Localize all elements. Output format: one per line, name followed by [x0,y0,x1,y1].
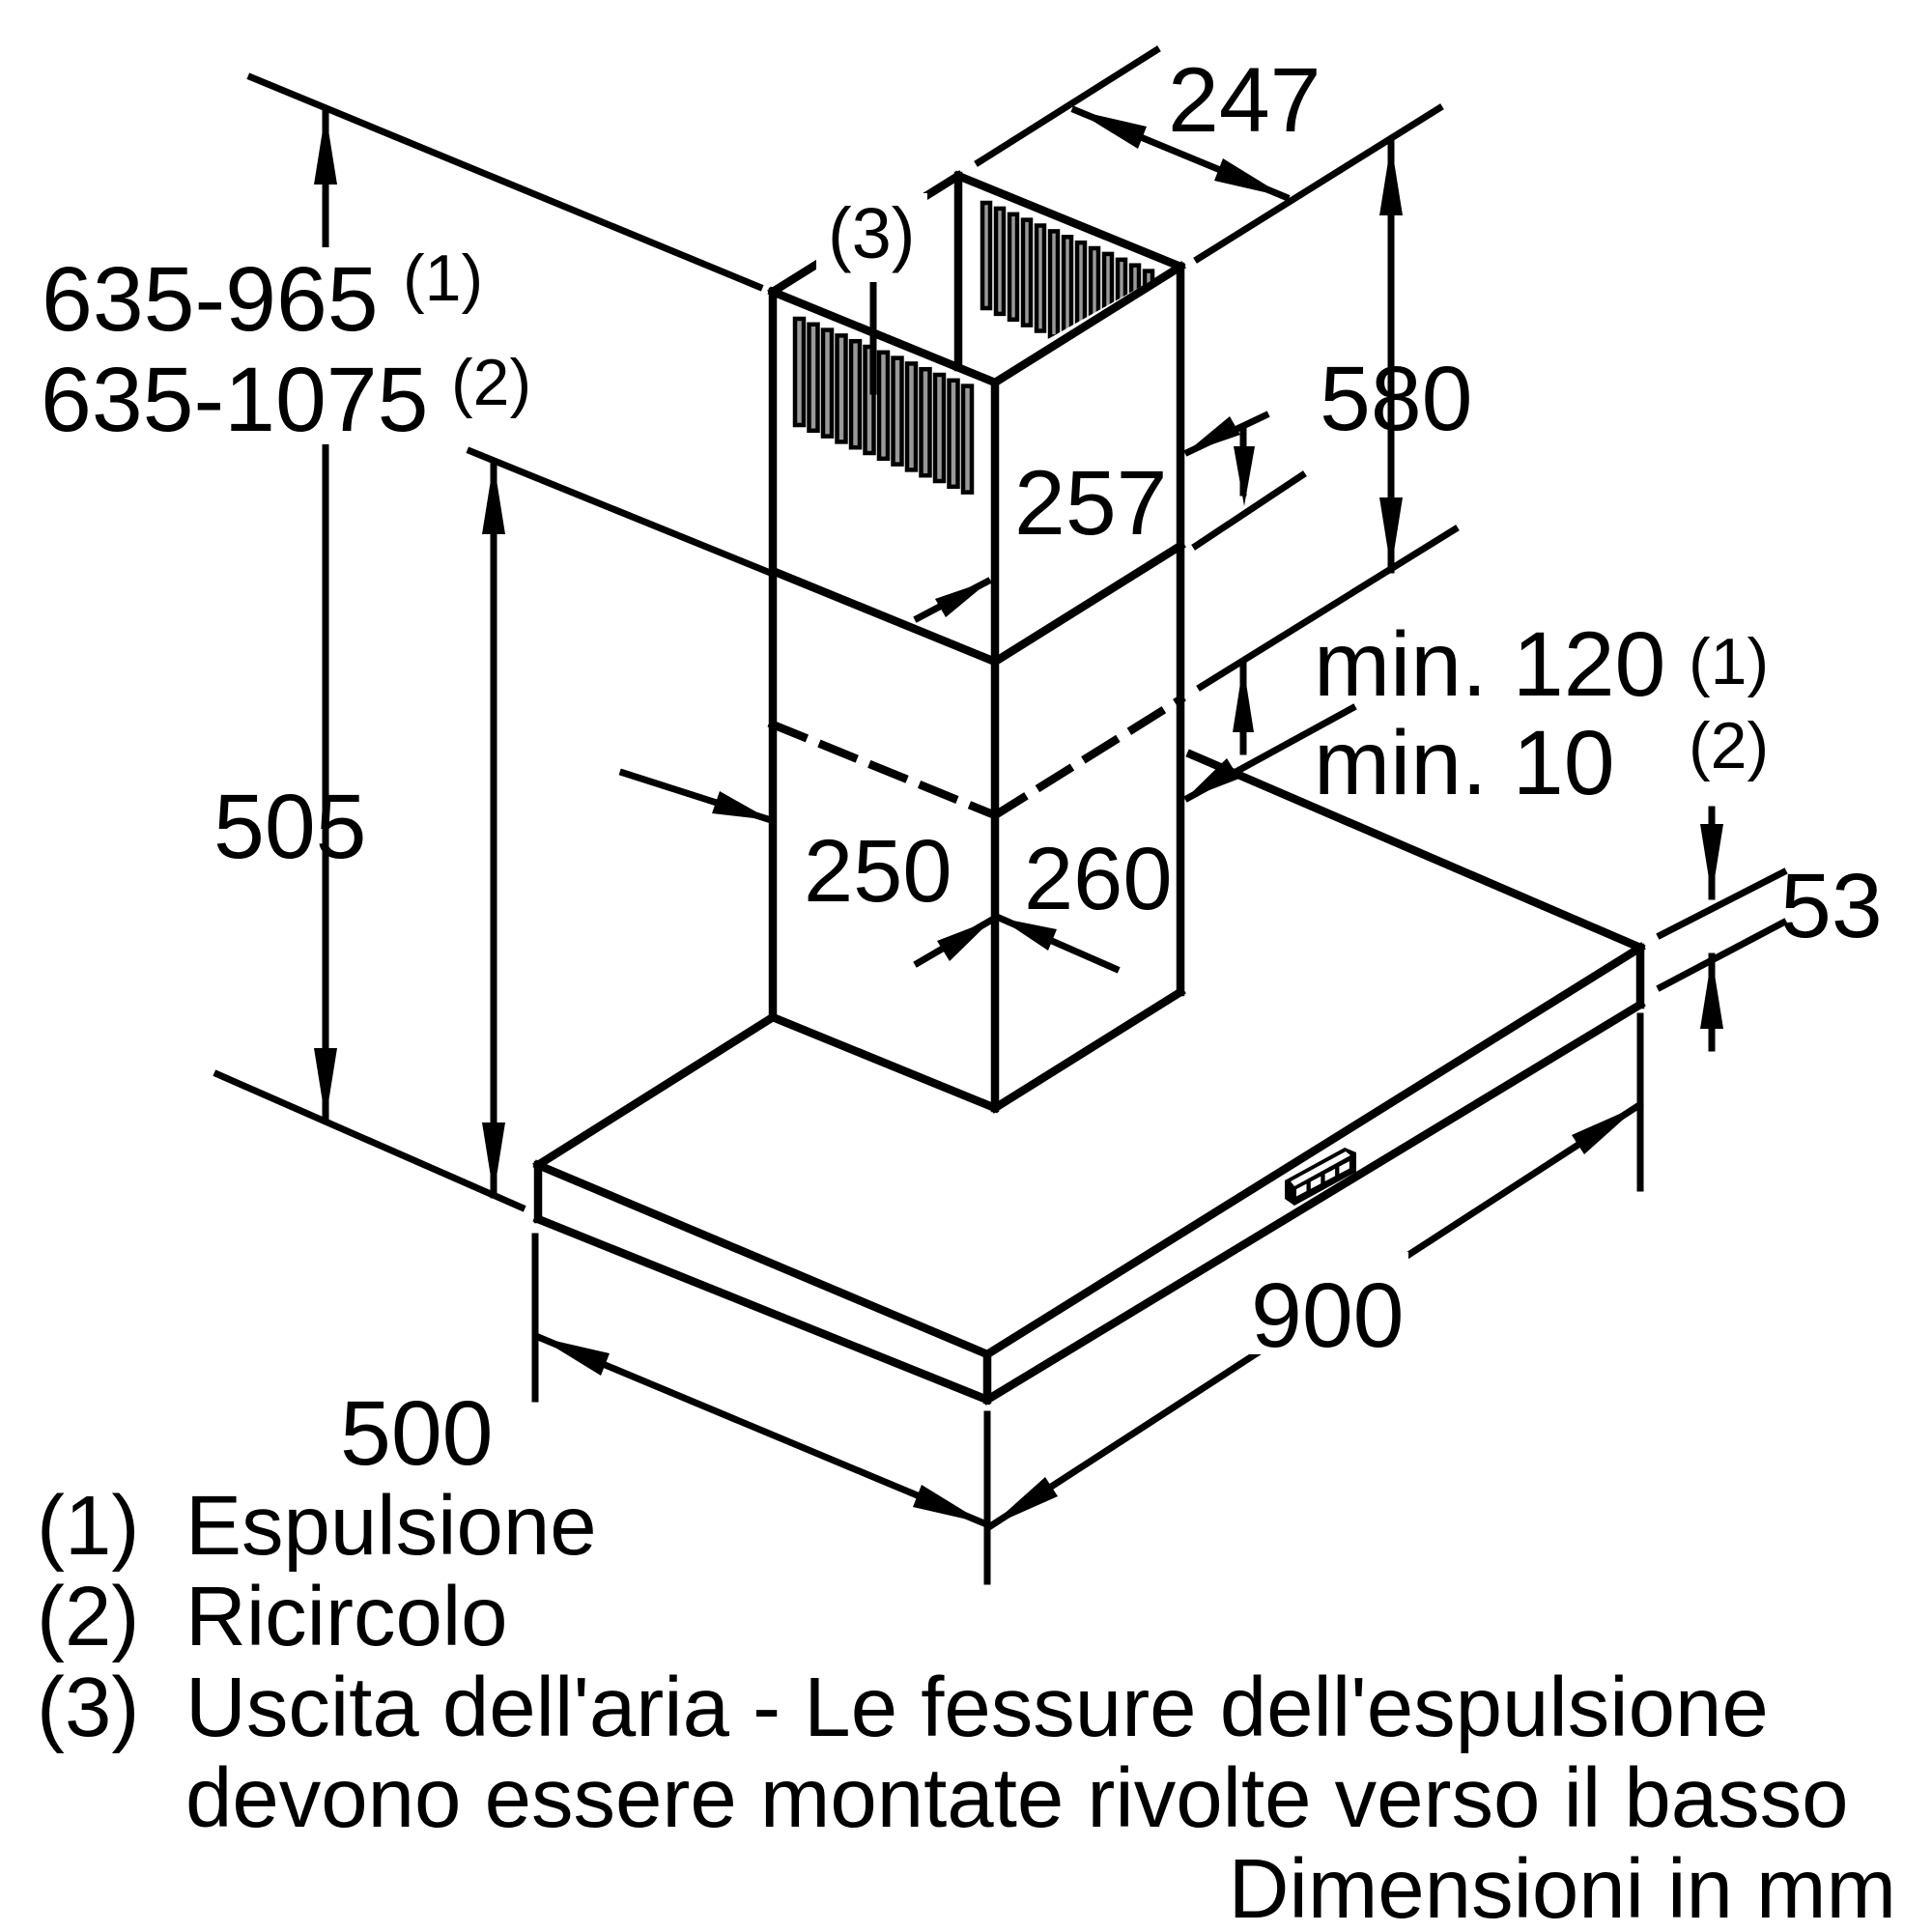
svg-text:(2): (2) [451,346,531,419]
svg-text:(3): (3) [37,1661,139,1754]
svg-text:(2): (2) [37,1570,139,1663]
svg-text:(1): (1) [1689,625,1769,698]
svg-text:Ricircolo: Ricircolo [185,1570,508,1663]
svg-text:257: 257 [1014,452,1168,554]
svg-text:580: 580 [1320,348,1473,450]
svg-text:min. 10: min. 10 [1314,712,1615,814]
svg-text:53: 53 [1780,855,1883,957]
svg-text:635-965: 635-965 [42,248,379,351]
svg-text:Espulsione: Espulsione [185,1479,597,1573]
svg-text:250: 250 [804,822,952,921]
svg-text:(1): (1) [37,1479,139,1573]
svg-text:260: 260 [1024,830,1173,928]
svg-text:Uscita dell'aria - Le fessure: Uscita dell'aria - Le fessure dell'espul… [185,1661,1769,1754]
svg-text:devono essere montate rivolte: devono essere montate rivolte verso il b… [185,1751,1849,1845]
svg-text:(2): (2) [1689,709,1769,782]
svg-text:Dimensioni in mm: Dimensioni in mm [1229,1842,1896,1932]
svg-text:247: 247 [1168,49,1321,152]
svg-text:500: 500 [340,1382,494,1485]
svg-text:900: 900 [1251,1264,1405,1367]
svg-text:(3): (3) [828,193,915,273]
svg-text:505: 505 [213,776,367,878]
svg-text:min. 120: min. 120 [1314,613,1665,716]
svg-text:635-1075: 635-1075 [41,349,428,451]
svg-text:(1): (1) [403,242,483,315]
